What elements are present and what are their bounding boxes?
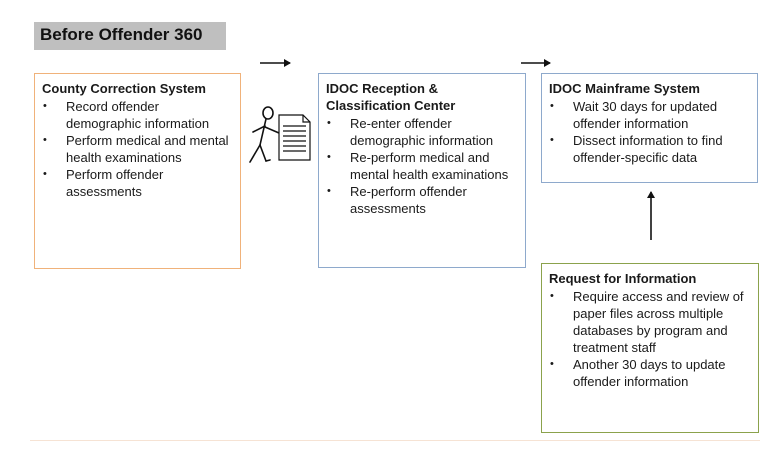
bottom-divider (30, 440, 760, 441)
idoc-reception-heading: IDOC Reception & Classification Center (326, 81, 456, 113)
list-item: Require access and review of paper files… (549, 288, 751, 356)
list-item: Record offender demographic information (42, 98, 233, 132)
list-item: Re-enter offender demographic informatio… (326, 115, 518, 149)
list-item: Re-perform offender assessments (326, 183, 518, 217)
idoc-reception-box: IDOC Reception & Classification Center R… (318, 73, 526, 268)
mainframe-heading: IDOC Mainframe System (549, 81, 700, 96)
list-item: Perform medical and mental health examin… (42, 132, 233, 166)
request-heading: Request for Information (549, 271, 697, 286)
list-item: Re-perform medical and mental health exa… (326, 149, 518, 183)
list-item: Perform offender assessments (42, 166, 233, 200)
page-title: Before Offender 360 (34, 22, 226, 50)
request-info-box: Request for Information Require access a… (541, 263, 759, 433)
list-item: Dissect information to find offender-spe… (549, 132, 750, 166)
idoc-mainframe-box: IDOC Mainframe System Wait 30 days for u… (541, 73, 758, 183)
walking-person-icon (249, 106, 280, 163)
county-heading: County Correction System (42, 81, 206, 96)
list-item: Wait 30 days for updated offender inform… (549, 98, 750, 132)
county-correction-box: County Correction System Record offender… (34, 73, 241, 269)
idoc-reception-list: Re-enter offender demographic informatio… (326, 115, 518, 217)
mainframe-list: Wait 30 days for updated offender inform… (549, 98, 750, 166)
request-list: Require access and review of paper files… (549, 288, 751, 390)
county-list: Record offender demographic information … (42, 98, 233, 200)
document-icon (278, 114, 311, 161)
list-item: Another 30 days to update offender infor… (549, 356, 751, 390)
